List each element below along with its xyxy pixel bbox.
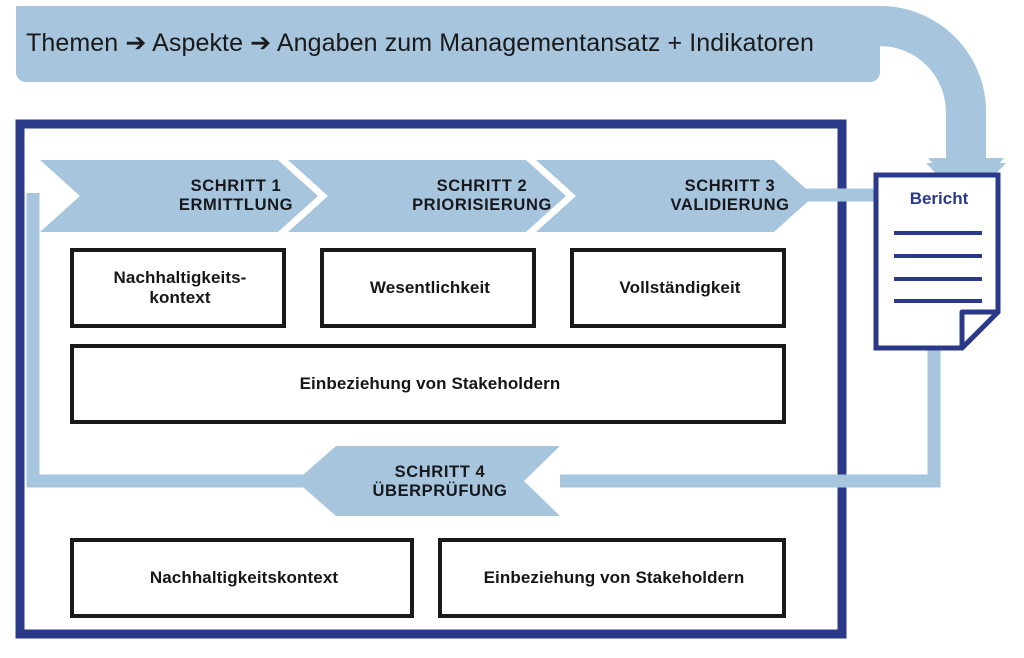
header-banner-group <box>16 6 1006 205</box>
step-4-label: SCHRITT 4 ÜBERPRÜFUNG <box>330 450 550 514</box>
content-boxes-group <box>70 248 786 618</box>
step-2-number: SCHRITT 2 <box>436 176 528 195</box>
box-nachhaltigkeitskontext-label: Nachhaltigkeits- kontext <box>76 252 284 324</box>
header-tail-stem <box>946 112 986 164</box>
step-3-name: VALIDIERUNG <box>670 196 790 214</box>
box-kontext-line-1: Nachhaltigkeits- <box>113 267 247 287</box>
step-4-chevron[interactable] <box>296 446 560 516</box>
step-3-chevron[interactable] <box>536 160 814 232</box>
box-nachhaltigkeitskontext-2-label: Nachhaltigkeitskontext <box>149 567 339 587</box>
step-4-number: SCHRITT 4 <box>394 462 486 481</box>
box-vollstaendigkeit[interactable] <box>570 248 786 328</box>
box-einbeziehung-stakeholder-2[interactable] <box>438 538 786 618</box>
report-document-icon[interactable] <box>873 172 1001 351</box>
box-nachhaltigkeitskontext[interactable] <box>70 248 286 328</box>
loop-left-path <box>26 193 320 488</box>
step-2-chevron[interactable] <box>288 160 566 232</box>
step-3-number: SCHRITT 3 <box>684 176 776 195</box>
step-4-name: ÜBERPRÜFUNG <box>372 482 508 500</box>
step-2-label: SCHRITT 2 PRIORISIERUNG <box>342 164 622 228</box>
main-frame <box>15 119 847 639</box>
header-banner-body <box>16 6 880 82</box>
step-1-number: SCHRITT 1 <box>190 176 282 195</box>
step-3-label: SCHRITT 3 VALIDIERUNG <box>590 164 870 228</box>
loop-right-path <box>560 345 941 488</box>
report-title: Bericht <box>909 188 969 208</box>
box-einbeziehung-stakeholder[interactable] <box>70 344 786 424</box>
step-1-label: SCHRITT 1 ERMITTLUNG <box>96 164 376 228</box>
box-kontext-line-2: kontext <box>149 288 211 307</box>
step-1-name: ERMITTLUNG <box>178 196 294 214</box>
feedback-loop-group <box>26 188 941 488</box>
box-einbeziehung-stakeholder-label: Einbeziehung von Stakeholdern <box>299 373 561 393</box>
box-vollstaendigkeit-label: Vollständigkeit <box>619 277 741 297</box>
step-2-name: PRIORISIERUNG <box>412 196 552 214</box>
step-1-chevron[interactable] <box>40 160 318 232</box>
report-folded-corner-icon <box>959 309 1001 351</box>
box-wesentlichkeit-label: Wesentlichkeit <box>369 277 491 297</box>
box-wesentlichkeit[interactable] <box>320 248 536 328</box>
box-nachhaltigkeitskontext-2[interactable] <box>70 538 414 618</box>
header-flow-text: Themen ➔ Aspekte ➔ Angaben zum Managemen… <box>26 29 815 58</box>
box-einbeziehung-stakeholder-2-label: Einbeziehung von Stakeholdern <box>483 567 745 587</box>
step-chevrons-group <box>40 160 814 516</box>
